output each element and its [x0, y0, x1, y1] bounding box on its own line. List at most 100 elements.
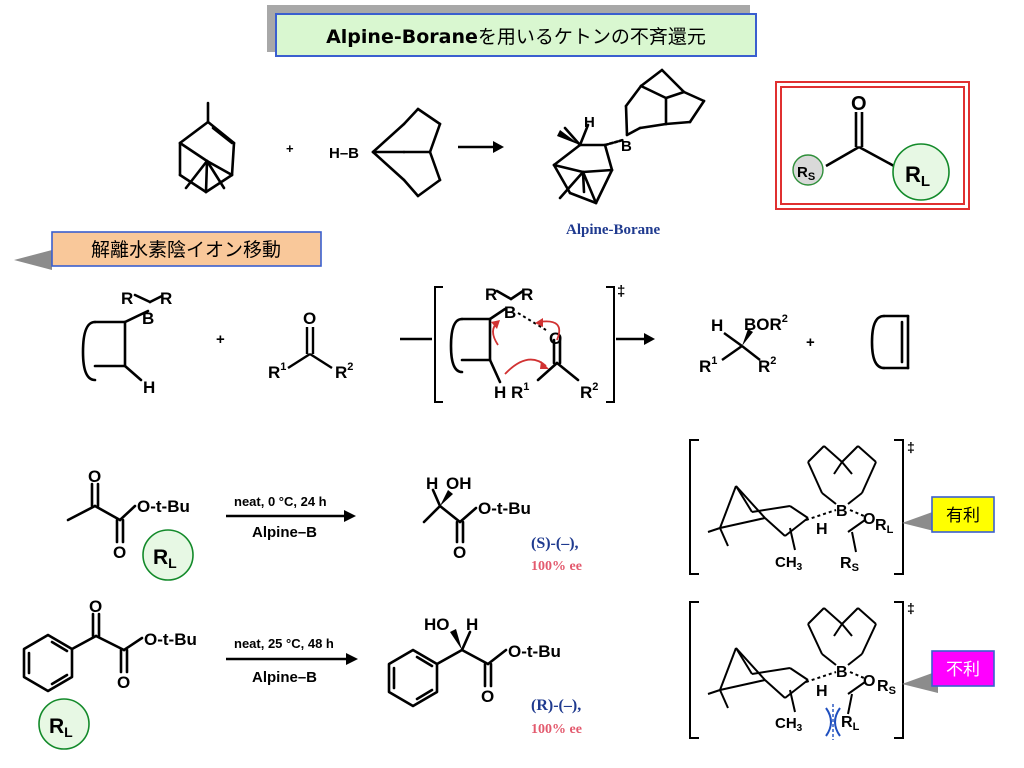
mechanism-alkene: [870, 314, 910, 370]
ts1-rs: R: [840, 555, 852, 572]
ex1-ee: 100% ee: [531, 559, 582, 574]
ex2-conditions: neat, 25 °C, 48 h: [234, 636, 334, 651]
ts1-dagger: ‡: [907, 439, 915, 455]
svg-text:RL: RL: [875, 517, 894, 536]
ts2-dagger: ‡: [907, 600, 915, 616]
curved-arrow-3: [538, 320, 561, 341]
example1-arrow: neat, 0 °C, 24 h Alpine–B: [226, 494, 356, 541]
rs-sub: S: [808, 171, 815, 183]
transition-state-mechanism: ‡ R R B O H R1 R2: [434, 283, 625, 403]
svg-text:RL: RL: [153, 546, 177, 571]
mech-plus-2: +: [806, 334, 815, 351]
svg-text:RS: RS: [840, 555, 859, 574]
svg-text:R2: R2: [758, 355, 776, 376]
ts2-rs-sub: S: [889, 685, 896, 697]
ts1-ch3: CH: [775, 554, 797, 571]
rl-sub: L: [921, 173, 930, 190]
svg-text:Alpine-Boraneを用いるケトンの不斉還元: Alpine-Boraneを用いるケトンの不斉還元: [326, 26, 706, 48]
title-suffix: を用いるケトンの不斉還元: [478, 26, 706, 48]
ts1-h: H: [816, 521, 828, 538]
ketone-o: O: [851, 93, 867, 115]
svg-text:R1: R1: [511, 381, 529, 402]
ts-rr1: R: [511, 383, 523, 402]
alpine-borane-structure: H B Alpine-Borane: [552, 68, 706, 238]
rl-label: R: [905, 162, 921, 187]
ex1-sub-o2: O: [113, 543, 126, 562]
rl-circle: [892, 143, 950, 201]
ts-rr2: R: [580, 383, 592, 402]
mechanism-product-borinate: H BOR2 R1 R2: [699, 313, 788, 376]
ex1-prod-otbu: O-t-Bu: [478, 499, 531, 518]
ts1-rl: R: [875, 517, 887, 534]
svg-text:BOR2: BOR2: [744, 313, 788, 334]
alpine-h-label: H: [584, 114, 595, 131]
prod-bor: BOR: [744, 315, 782, 334]
ex1-rl: R: [153, 546, 168, 569]
ts-b: B: [504, 303, 516, 322]
ex1-sub-otbu: O-t-Bu: [137, 497, 190, 516]
mech-arrow-2: [616, 333, 655, 345]
mech-ketone-o: O: [303, 309, 316, 328]
ts2-rl: R: [841, 714, 853, 731]
ts2-o: O: [863, 673, 875, 690]
ex2-reagent: Alpine–B: [252, 669, 317, 686]
9-bbn: H–B: [329, 107, 442, 198]
ts-o: O: [549, 329, 562, 348]
transition-state-1: ‡ B H O: [689, 439, 915, 575]
mech-b: B: [142, 309, 154, 328]
ts2-rs: R: [877, 678, 889, 695]
steric-clash-icon: [825, 704, 841, 740]
svg-text:R2: R2: [580, 381, 598, 402]
ex1-rl-circle: [142, 529, 194, 581]
svg-text:CH3: CH3: [775, 554, 803, 573]
transition-state-2: ‡ B H O: [689, 600, 915, 740]
example2-product: HO H O O-t-Bu (R)-(–), 100% ee: [387, 615, 582, 737]
reaction-arrow-1: [458, 141, 504, 153]
mechanism-reactant-borane: R R B H: [81, 289, 172, 397]
prod-bor-sup: 2: [782, 313, 788, 325]
svg-text:RL: RL: [905, 162, 930, 190]
ts1-b: B: [836, 503, 848, 520]
mech-ketone-r1: R: [268, 363, 280, 382]
ts-r2: R: [521, 285, 533, 304]
ex1-prod-h: H: [426, 474, 438, 493]
ts2-rl-sub: L: [853, 721, 860, 733]
ex2-prod-h: H: [466, 615, 478, 634]
ts2-unfavorable-tag: 不利: [902, 650, 995, 693]
ex1-prod-oh: OH: [446, 474, 472, 493]
example1-product: H OH O O-t-Bu (S)-(–), 100% ee: [422, 474, 582, 574]
ex2-ee: 100% ee: [531, 722, 582, 737]
svg-text:RS: RS: [797, 164, 815, 183]
ex1-rl-sub: L: [168, 555, 177, 571]
ex2-sub-o1: O: [89, 597, 102, 616]
alpine-borane-name: Alpine-Borane: [566, 222, 661, 238]
svg-text:RL: RL: [841, 714, 860, 733]
prod-h: H: [711, 316, 723, 335]
ts1-o: O: [863, 511, 875, 528]
prod-r1-sup: 1: [711, 355, 717, 367]
plus-sign-1: +: [286, 141, 294, 156]
mech-h: H: [143, 378, 155, 397]
ex2-rl-circle: [38, 698, 90, 750]
ex1-sub-o1: O: [88, 467, 101, 486]
section-label: 解離水素陰イオン移動: [91, 239, 281, 261]
svg-text:CH3: CH3: [775, 715, 803, 734]
svg-text:R2: R2: [335, 361, 353, 382]
mechanism-ketone: O R1 R2: [268, 309, 353, 382]
svg-text:RS: RS: [877, 678, 896, 697]
ts2-ch3-sub: 3: [797, 723, 803, 734]
prod-r2: R: [758, 357, 770, 376]
rs-label: R: [797, 164, 808, 181]
svg-text:RL: RL: [49, 715, 73, 740]
ts2-ch3: CH: [775, 715, 797, 732]
title-prefix: Alpine-Borane: [326, 26, 478, 48]
ts2-tag-label: 不利: [946, 660, 980, 680]
ts-r1: R: [485, 285, 497, 304]
mech-ketone-r1-sup: 1: [280, 361, 286, 373]
ts1-ch3-sub: 3: [797, 562, 803, 573]
ex2-config: (R)-(–),: [531, 697, 581, 714]
ts2-b: B: [836, 664, 848, 681]
ex2-prod-otbu: O-t-Bu: [508, 642, 561, 661]
ts-h: H: [494, 383, 506, 402]
svg-text:R1: R1: [699, 355, 717, 376]
